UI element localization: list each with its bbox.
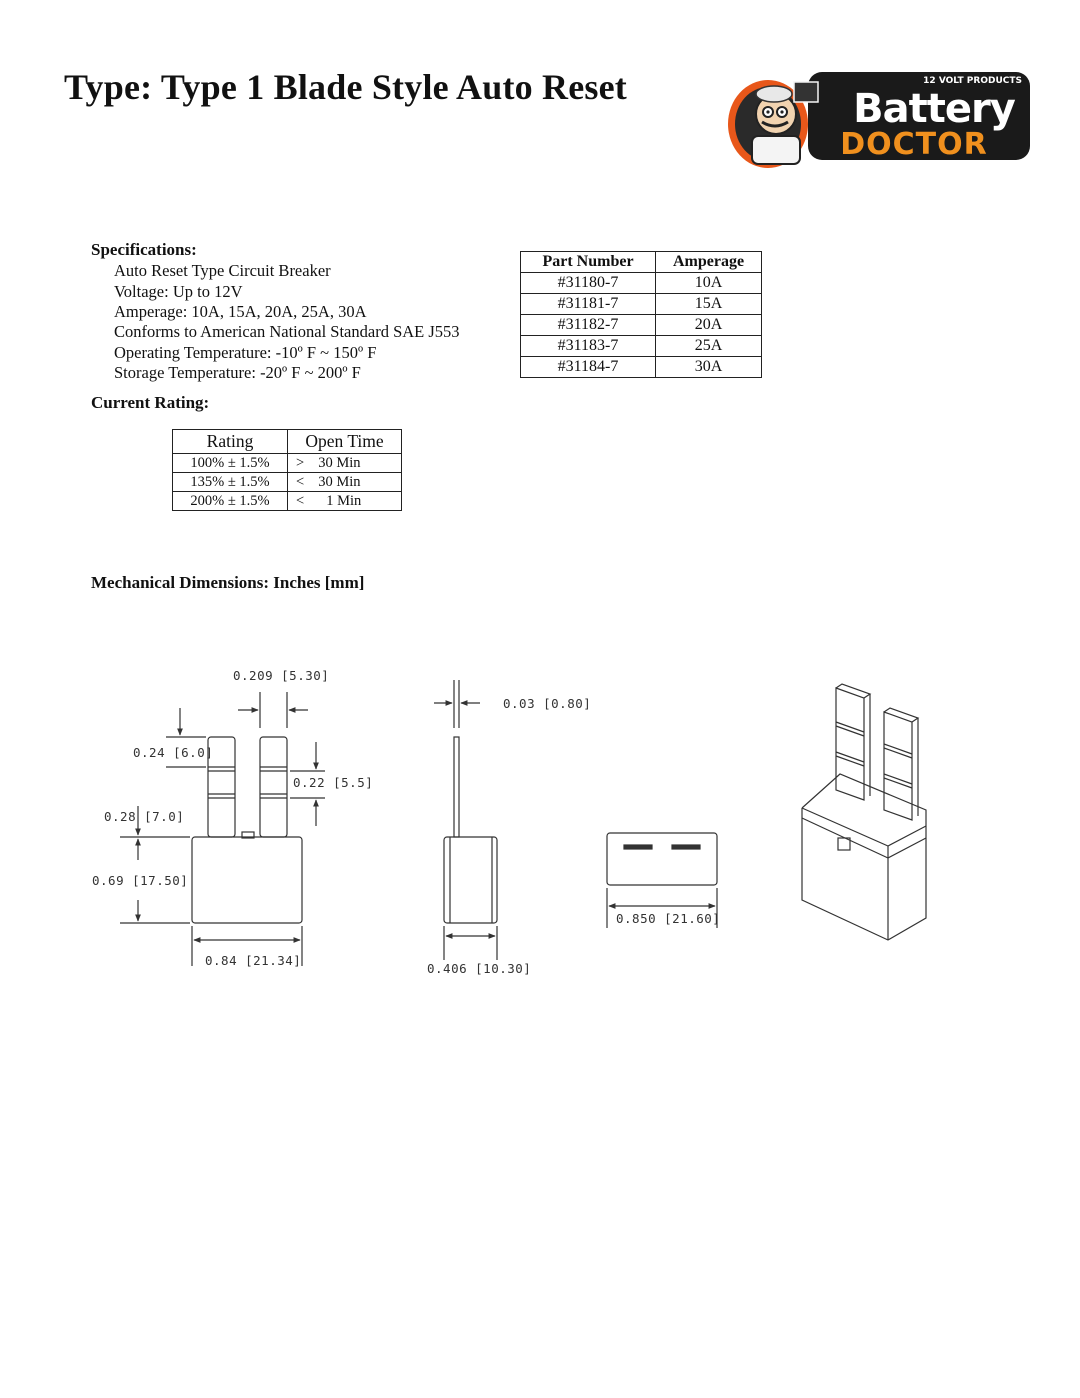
current-rating-table: Rating Open Time 100% ± 1.5% >30 Min 135… — [172, 429, 402, 511]
specifications-heading: Specifications: — [91, 240, 197, 259]
open-time-value: 1 Min — [326, 493, 362, 509]
column-header-rating: Rating — [172, 429, 288, 454]
rating-cell: 200% ± 1.5% — [172, 491, 288, 511]
spec-line: Operating Temperature: -10º F ~ 150º F — [114, 343, 377, 362]
column-header-amperage: Amperage — [655, 251, 762, 273]
part-number-cell: #31181-7 — [520, 293, 656, 315]
spec-line: Conforms to American National Standard S… — [114, 322, 460, 341]
part-number-table: Part Number Amperage #31180-7 10A #31181… — [520, 251, 762, 378]
side-view — [434, 680, 498, 960]
open-time-cell: <30 Min — [287, 472, 402, 492]
part-number-cell: #31183-7 — [520, 335, 656, 357]
current-rating-heading: Current Rating: — [91, 393, 210, 412]
table-header-row: Part Number Amperage — [520, 251, 762, 273]
comparison-symbol: < — [296, 493, 305, 509]
dim-body-width: 0.84 [21.34] — [205, 953, 301, 968]
dim-top-width: 0.850 [21.60] — [616, 911, 720, 926]
comparison-symbol: > — [296, 455, 305, 471]
table-row: #31182-7 20A — [520, 314, 762, 336]
battery-doctor-logo: 12 VOLT PRODUCTS Battery DOCTOR — [728, 72, 1030, 168]
open-time-value: 30 Min — [318, 455, 361, 471]
comparison-symbol: < — [296, 474, 305, 490]
amperage-cell: 10A — [655, 272, 762, 294]
dim-blade-mid: 0.22 [5.5] — [293, 775, 373, 790]
table-row: 200% ± 1.5% <1 Min — [172, 491, 402, 511]
logo-line2: DOCTOR — [840, 127, 988, 162]
top-view — [606, 832, 718, 928]
rating-cell: 135% ± 1.5% — [172, 472, 288, 492]
open-time-value: 30 Min — [318, 474, 361, 490]
front-view — [120, 692, 325, 966]
open-time-cell: <1 Min — [287, 491, 402, 511]
table-row: #31184-7 30A — [520, 356, 762, 378]
mechanical-drawing: 0.209 [5.30] 0.24 [6.0] 0.22 [5.5] 0.28 … — [92, 668, 927, 976]
mechanical-dimensions-heading: Mechanical Dimensions: Inches [mm] — [91, 573, 365, 592]
table-row: #31180-7 10A — [520, 272, 762, 294]
part-number-cell: #31182-7 — [520, 314, 656, 336]
amperage-cell: 25A — [655, 335, 762, 357]
logo-line1: Battery — [853, 86, 1016, 132]
dim-blade-tip: 0.24 [6.0] — [133, 745, 213, 760]
logo-tagline: 12 VOLT PRODUCTS — [923, 76, 1022, 86]
spec-line: Amperage: 10A, 15A, 20A, 25A, 30A — [114, 302, 367, 321]
table-header-row: Rating Open Time — [172, 429, 402, 454]
spec-line: Voltage: Up to 12V — [114, 282, 243, 301]
isometric-view — [801, 683, 927, 941]
table-row: 100% ± 1.5% >30 Min — [172, 453, 402, 473]
open-time-cell: >30 Min — [287, 453, 402, 473]
column-header-open-time: Open Time — [287, 429, 402, 454]
dim-blade-base: 0.28 [7.0] — [104, 809, 184, 824]
dim-body-depth: 0.406 [10.30] — [427, 961, 531, 976]
dim-blade-thickness: 0.03 [0.80] — [503, 696, 591, 711]
amperage-cell: 20A — [655, 314, 762, 336]
page-title: Type: Type 1 Blade Style Auto Reset — [64, 67, 627, 107]
part-number-cell: #31184-7 — [520, 356, 656, 378]
column-header-part-number: Part Number — [520, 251, 656, 273]
part-number-cell: #31180-7 — [520, 272, 656, 294]
table-row: #31183-7 25A — [520, 335, 762, 357]
amperage-cell: 30A — [655, 356, 762, 378]
spec-line: Auto Reset Type Circuit Breaker — [114, 261, 331, 280]
amperage-cell: 15A — [655, 293, 762, 315]
spec-line: Storage Temperature: -20º F ~ 200º F — [114, 363, 361, 382]
table-row: #31181-7 15A — [520, 293, 762, 315]
dim-body-height: 0.69 [17.50] — [92, 873, 188, 888]
dim-blade-spacing: 0.209 [5.30] — [233, 668, 329, 683]
rating-cell: 100% ± 1.5% — [172, 453, 288, 473]
table-row: 135% ± 1.5% <30 Min — [172, 472, 402, 492]
